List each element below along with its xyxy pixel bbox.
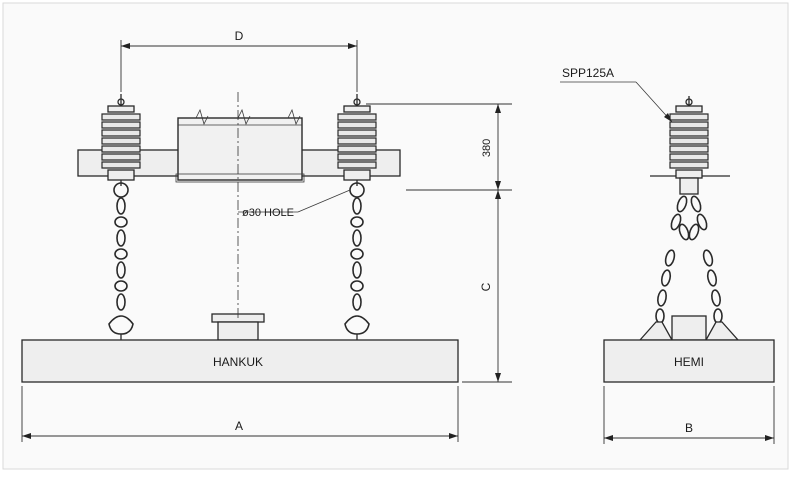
beam-center-block [177,117,303,181]
spring-right [337,94,377,186]
magnet-side-label: HEMI [674,355,704,369]
dimension-a: A [21,386,459,442]
break-mark-left [195,108,209,126]
spring-left [101,94,141,186]
dim-b-label: B [685,421,693,435]
side-view: HEMI SPP125A [560,66,775,383]
hole-leader [297,189,351,213]
magnet-body-front [21,339,459,383]
dimension-d: D [120,29,358,92]
spring-model-label: SPP125A [562,66,614,80]
spring-model-arrow [664,113,672,122]
dimension-b: B [603,386,775,444]
magnet-front-label: HANKUK [213,355,263,369]
beam-bottom-plate [175,173,305,183]
dim-d-label: D [235,29,244,43]
side-terminal-box [671,315,707,341]
chain-right [344,182,370,340]
magnet-body-side [603,339,775,383]
front-view: HANKUK ø30 HOLE [21,92,459,383]
dim-380-label: 380 [481,139,493,157]
hole-label: ø30 HOLE [242,207,294,219]
dim-c-label: C [479,282,493,291]
dimension-380: 380 [366,103,512,191]
dim-a-label: A [235,419,243,433]
side-chains [655,195,723,324]
drawing-border [2,2,789,470]
chain-left [108,182,134,340]
break-mark-right [287,108,301,126]
break-mark-center [237,108,251,126]
dimension-c: C [462,190,512,383]
terminal-box [217,321,259,341]
